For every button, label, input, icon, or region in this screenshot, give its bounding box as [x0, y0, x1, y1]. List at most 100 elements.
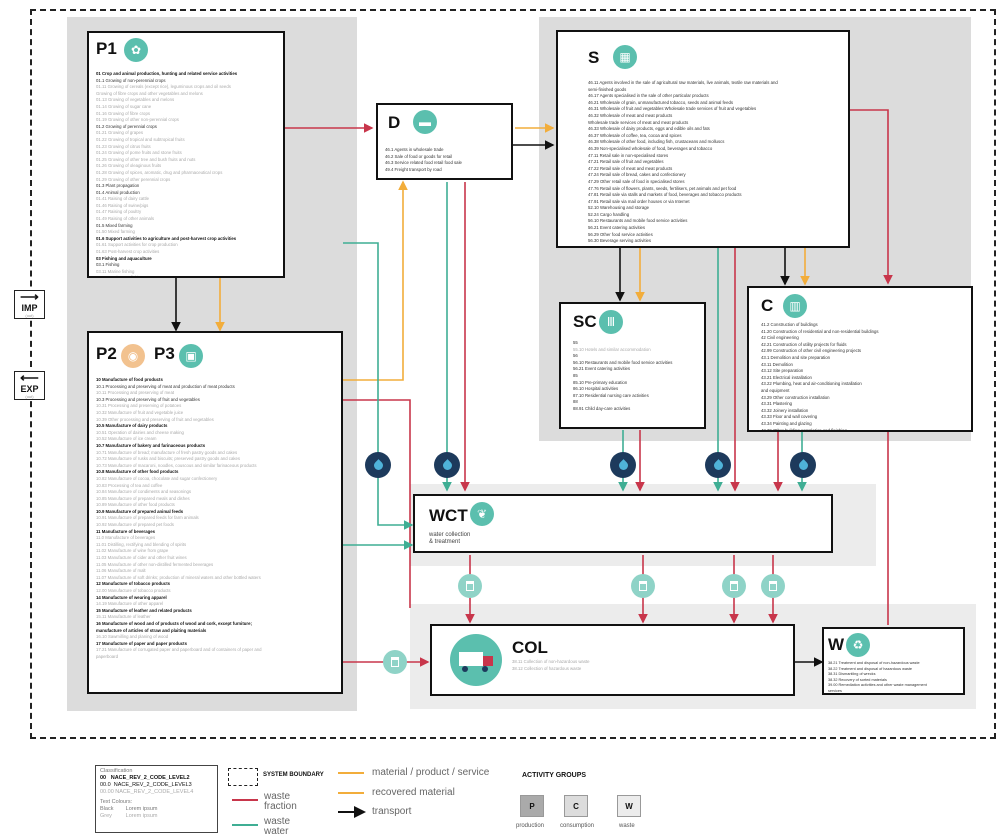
p1-activity-list: 01 Crop and animal production, hunting a…: [96, 71, 281, 276]
activity-line: 01.23 Growing of citrus fruits: [96, 143, 151, 149]
legend-row6: Grey Lorem ipsum: [100, 813, 158, 819]
legend-group-w: W: [617, 795, 641, 817]
activity-line: 10.84 Manufacture of condiments and seas…: [96, 489, 192, 495]
export-label: EXP: [20, 384, 39, 394]
activity-line: 85: [573, 372, 578, 378]
activity-line: 11.01 Distilling, rectifying and blendin…: [96, 541, 187, 547]
activity-line: 43.32 Joinery installation: [761, 407, 809, 413]
activity-line: 01.25 Growing of other tree and bush fru…: [96, 156, 196, 162]
legend-row2: 00.0 NACE_REV_2_CODE_LEVEL3: [100, 782, 213, 789]
activity-line: 56.21 Event catering activities: [588, 225, 646, 231]
legend-row2-code: 00.0: [100, 782, 111, 788]
waste-bin-icon: [631, 574, 655, 598]
legend-row2-label: NACE_REV_2_CODE_LEVEL3: [113, 782, 192, 788]
s-activity-list: 46.11 Agents involved in the sale of agr…: [588, 80, 843, 245]
activity-line: 03.1 Fishing: [96, 262, 120, 268]
legend-classification-box: Classification 00 NACE_REV_2_CODE_LEVEL2…: [95, 765, 218, 833]
activity-line: 10.89 Manufacture of other food products: [96, 502, 175, 508]
legend-group-c-label: consumption: [560, 823, 595, 829]
activity-line: 10.3 Processing and preserving of fruit …: [96, 396, 200, 402]
waste-bin-icon: [761, 574, 785, 598]
garbage-truck-icon: [450, 634, 502, 686]
activity-line: 11.05 Manufacture of other non-distilled…: [96, 561, 214, 567]
c-code: C: [761, 296, 774, 315]
export-sublabel: (out): [25, 394, 34, 399]
activity-line: 46.17 Agents specialised in the sale of …: [588, 93, 709, 99]
activity-line: 01.16 Growing of fibre crops: [96, 110, 150, 116]
activity-line: 47.21 Retail sale of fruit and vegetable…: [588, 159, 664, 165]
activity-line: 86.10 Hospital activities: [573, 386, 619, 392]
legend-group-c: C: [564, 795, 588, 817]
activity-line: 01.28 Growing of spices, aromatic, drug …: [96, 169, 223, 175]
activity-line: 01.1 Growing of non-perennial crops: [96, 77, 166, 83]
activity-line: 42.21 Construction of utility projects f…: [761, 341, 847, 347]
legend-transport: transport: [372, 806, 412, 817]
activity-line: 17 Manufacture of paper and paper produc…: [96, 640, 187, 646]
activity-line: 03 Fishing and aquaculture: [96, 255, 152, 261]
activity-line: 12.00 Manufacture of tobacco products: [96, 588, 171, 593]
activity-line: semi-finished goods: [588, 86, 627, 92]
water-drop-icon: [365, 452, 391, 478]
activity-line: 01.63 Post-harvest crop activities: [96, 249, 160, 255]
p2-p3-box: P2 ◉ P3 ▣ 10 Manufacture of food product…: [87, 331, 343, 694]
plant-icon: ✿: [124, 38, 148, 62]
activity-line: 56.10 Restaurants and mobile food servic…: [588, 218, 688, 224]
activity-line: 46.11 Agents involved in the sale of agr…: [588, 80, 778, 85]
legend-row4: Text Colours:: [100, 799, 133, 805]
legend-row3: 00.00 NACE_REV_2_CODE_LEVEL4: [100, 789, 213, 796]
activity-line: 01.41 Raising of dairy cattle: [96, 196, 150, 202]
p1-box: P1 ✿ 01 Crop and animal production, hunt…: [87, 31, 285, 278]
activity-line: 56.29 Other food service activities: [588, 231, 653, 237]
building-icon: ▥: [783, 294, 807, 318]
import-label: IMP: [21, 303, 38, 313]
legend-row5: Black Lorem ipsum: [100, 806, 158, 812]
activity-line: 47.81 Retail sale via stalls and markets…: [588, 192, 742, 198]
activity-line: 47.29 Other retail sale of food in speci…: [588, 178, 685, 184]
activity-line: Growing of fibre crops and other vegetab…: [96, 90, 203, 96]
activity-line: 10.31 Processing and preserving of potat…: [96, 403, 182, 409]
activity-line: 01.19 Growing of other non-perennial cro…: [96, 117, 179, 123]
waste-bin-icon: [458, 574, 482, 598]
activity-line: 43.1 Demolition and site preparation: [761, 354, 831, 360]
activity-line: 11.06 Manufacture of malt: [96, 568, 146, 574]
activity-line: 46.2 Sale of food or goods for retail: [385, 153, 453, 159]
activity-line: 43.22 Plumbing, heat and air-conditionin…: [761, 381, 862, 387]
activity-line: 46.37 Wholesale of coffee, tea, cocoa an…: [588, 132, 682, 138]
import-sublabel: (out): [25, 313, 34, 318]
activity-line: 01.26 Growing of oleaginous fruits: [96, 163, 162, 169]
activity-line: 10.82 Manufacture of cocoa, chocolate an…: [96, 475, 218, 481]
activity-line: 01.61 Support activities for crop produc…: [96, 242, 178, 248]
activity-line: 10.51 Operation of dairies and cheese ma…: [96, 429, 184, 435]
activity-line: 01.22 Growing of tropical and subtropica…: [96, 136, 185, 142]
activity-line: 10.73 Manufacture of macaroni, noodles, …: [96, 462, 257, 468]
activity-line: paperboard: [96, 653, 118, 659]
activity-line: 03.11 Marine fishing: [96, 268, 135, 274]
activity-line: 11 Manufacture of beverages: [96, 528, 155, 534]
legend-row3-code: 00.00: [100, 789, 114, 795]
activity-line: 10.85 Manufacture of prepared meals and …: [96, 495, 190, 501]
activity-line: 42.99 Construction of other civil engine…: [761, 348, 862, 354]
activity-line: 01.29 Growing of other perennial crops: [96, 176, 171, 182]
legend-waste-water: waste water: [264, 816, 291, 837]
legend-classification-head: Classification: [100, 768, 133, 774]
activity-line: manufacture of articles of straw and pla…: [96, 627, 207, 633]
activity-line: 01.3 Plant propagation: [96, 183, 140, 189]
water-drop-icon: [705, 452, 731, 478]
activity-line: 38.22 Treatment and disposal of hazardou…: [828, 666, 913, 671]
activity-line: 10.83 Processing of tea and coffee: [96, 482, 163, 488]
activity-line: 43.39 Other building completion and fini…: [761, 427, 847, 432]
legend-group-w-label: waste: [619, 823, 635, 829]
shop-icon: ▦: [613, 45, 637, 69]
activity-line: 56.21 Event catering activities: [573, 366, 631, 372]
legend-group-p-label: production: [516, 823, 545, 829]
activity-line: 56: [573, 353, 578, 359]
activity-line: 56.30 Beverage serving activities: [588, 238, 652, 244]
activity-line: 01.49 Raising of other animals: [96, 216, 155, 222]
activity-line: 56.10 Restaurants and mobile food servic…: [573, 359, 673, 365]
water-drop-icon: [434, 452, 460, 478]
activity-line: 11.03 Manufacture of cider and other fru…: [96, 555, 187, 561]
activity-line: 39.00 Remediation activities and other w…: [828, 683, 927, 687]
